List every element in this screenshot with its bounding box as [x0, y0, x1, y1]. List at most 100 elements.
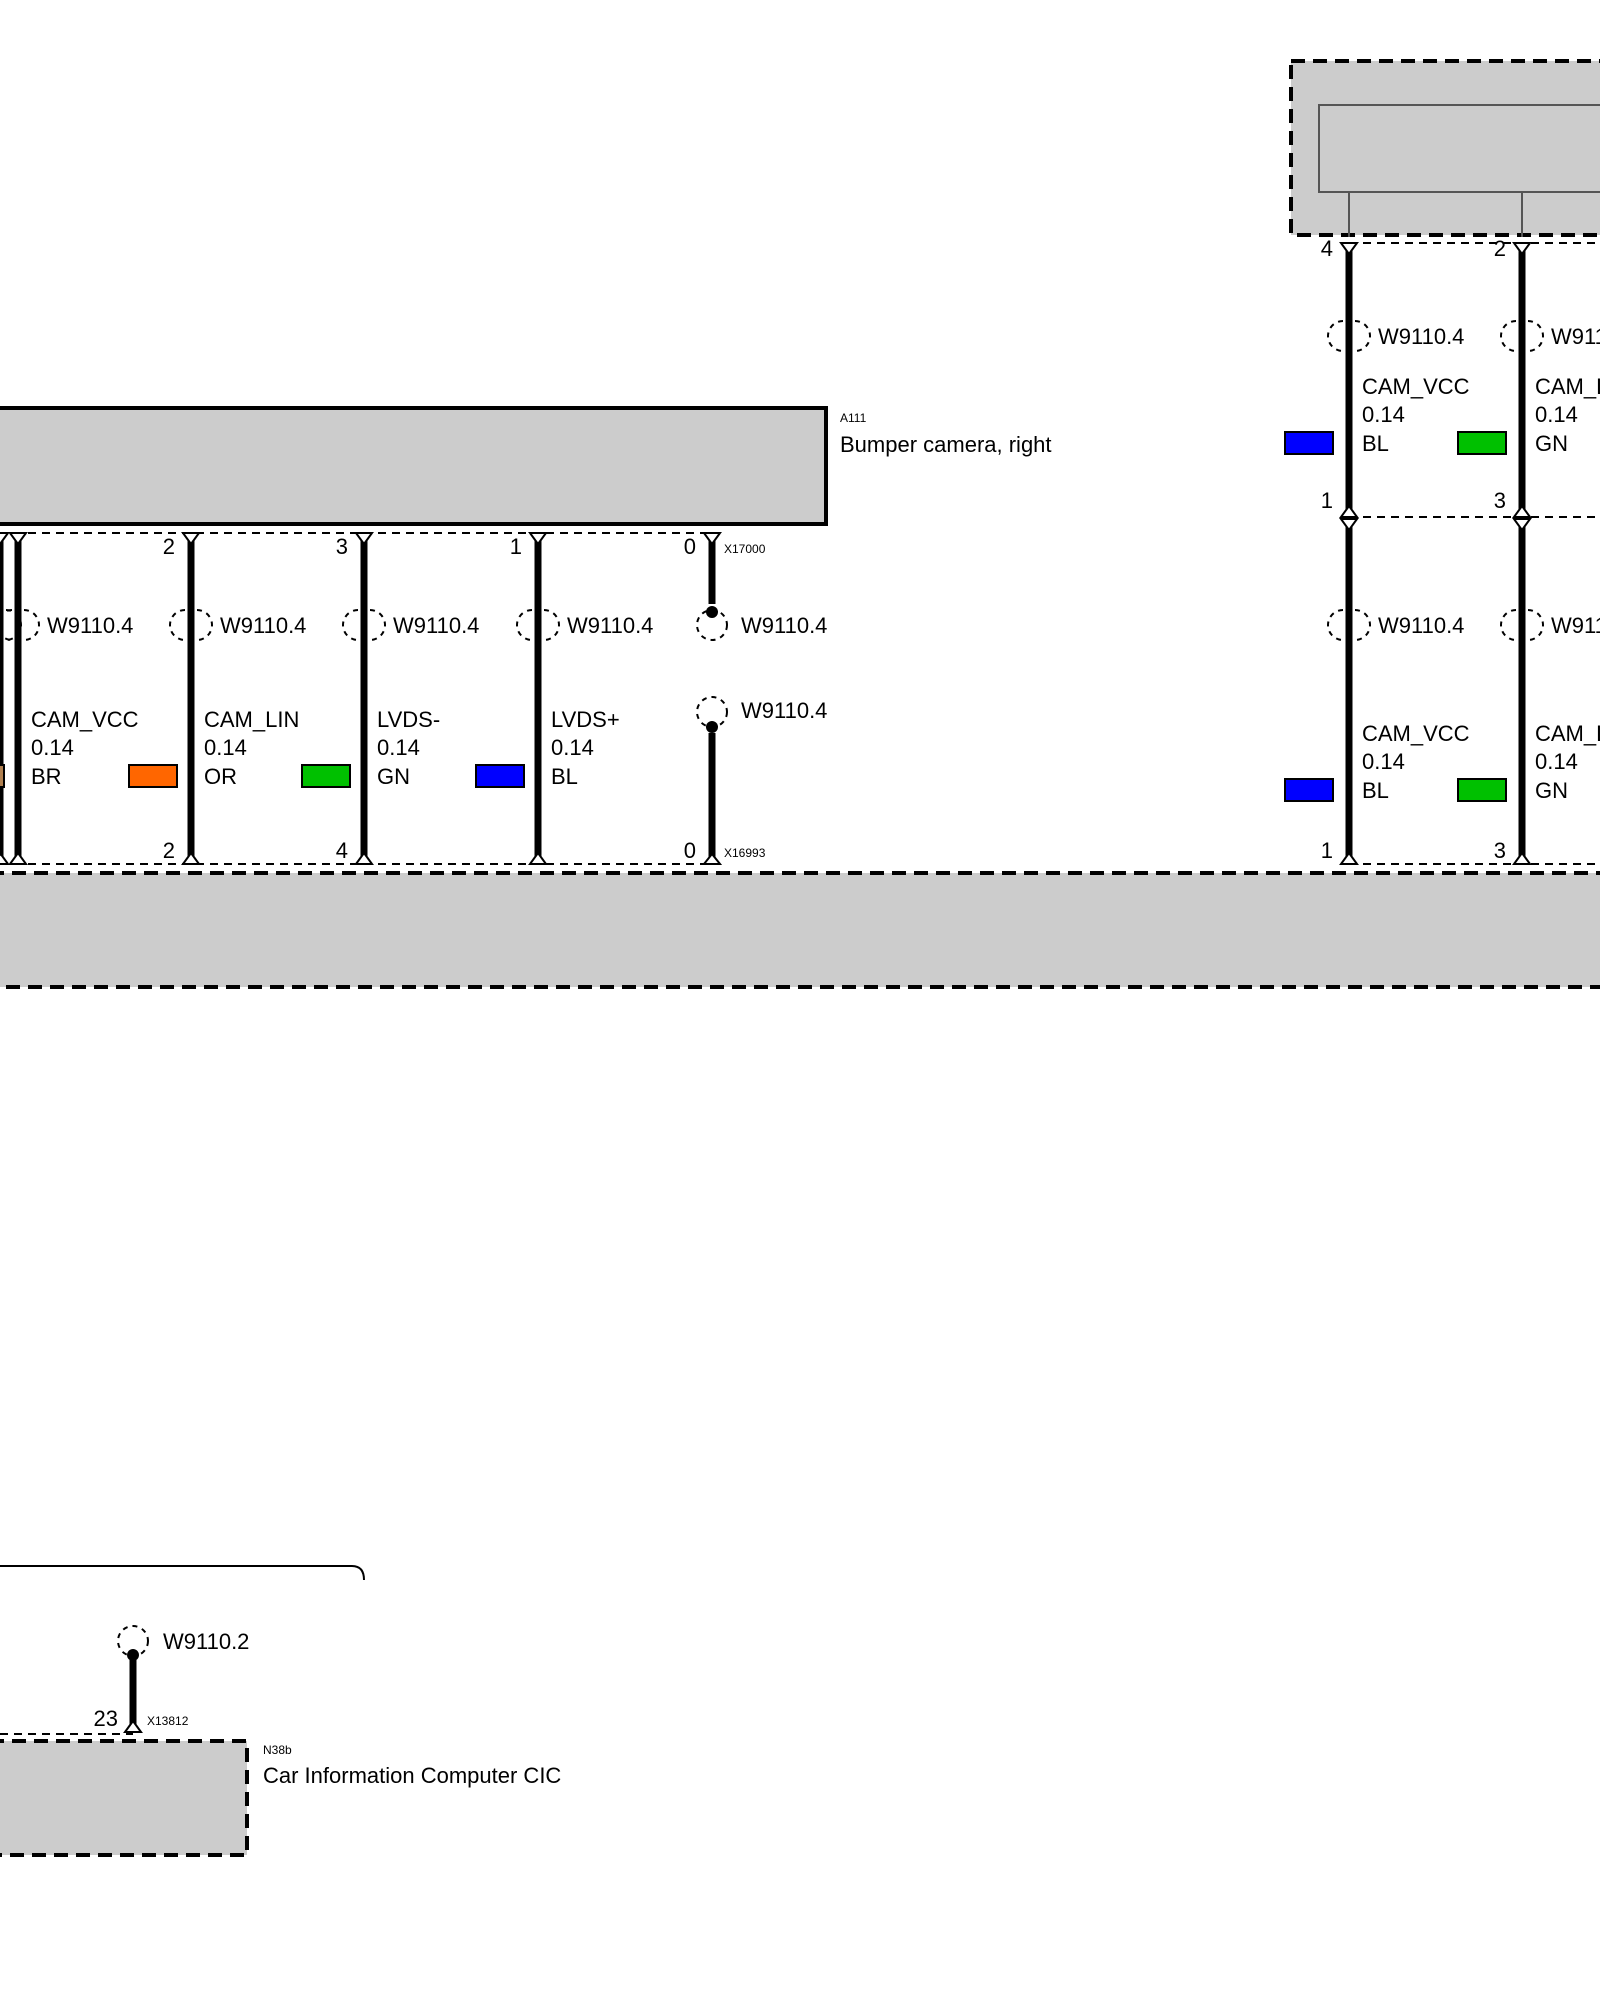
right-size-top: 0.14 [1362, 402, 1405, 427]
right-wires-group: W9110.4CAM_VCC0.14BL41W9110.4CAM_VCC0.14… [1284, 236, 1600, 865]
camera-code: A111 [840, 411, 867, 425]
wire-harness-label: W9110.4 [567, 613, 653, 638]
right-size-bottom: 0.14 [1362, 749, 1405, 774]
pin-notch [1339, 851, 1359, 865]
wire-pin-top: 2 [163, 534, 175, 559]
cic-module-box [0, 1739, 249, 1857]
right-size-bottom: 0.14 [1535, 749, 1578, 774]
shield-pin-bottom: 0 [684, 838, 696, 863]
shield-mark-right [1354, 320, 1371, 352]
wire-pin-top: 3 [336, 534, 348, 559]
wire-color-swatch [0, 764, 5, 788]
right-color-bottom: GN [1535, 778, 1568, 803]
right-pin-bottom: 3 [1494, 838, 1506, 863]
pin-notch [528, 851, 548, 865]
wire-color-code: BR [31, 764, 62, 789]
pin-notch [528, 532, 548, 546]
top-right-module-inner [1318, 104, 1600, 193]
cic-harness: W9110.2 [163, 1629, 249, 1654]
right-signal-bottom: CAM_VCC [1362, 721, 1470, 746]
shield-mark-left [516, 609, 533, 641]
cic-name: Car Information Computer CIC [263, 1763, 561, 1788]
pin-notch [1512, 504, 1532, 518]
cic-pin: 23 [94, 1706, 118, 1731]
right-color-top: BL [1362, 431, 1389, 456]
shield-mark-right [1527, 320, 1544, 352]
shield-mark-right [369, 609, 386, 641]
right-harness-top: W911 [1551, 324, 1600, 349]
pin-notch [8, 532, 28, 546]
wire-signal-label: CAM_LIN [204, 707, 299, 732]
camera-plug-code: X17000 [724, 542, 766, 556]
wire-signal-label: LVDS+ [551, 707, 620, 732]
wire-color-code: GN [377, 764, 410, 789]
wire-pin-bottom: 4 [336, 838, 348, 863]
cic-code: N38b [263, 1743, 292, 1757]
camera-name: Bumper camera, right [840, 432, 1052, 457]
wire-color-swatch [475, 764, 525, 788]
wire-harness-label: W9110.4 [220, 613, 306, 638]
camera-module-box [0, 406, 828, 526]
wire-color-code: BL [551, 764, 578, 789]
right-harness-top: W9110.4 [1378, 324, 1464, 349]
wire-size-label: 0.14 [31, 735, 74, 760]
wire-size-label: 0.14 [204, 735, 247, 760]
pin-notch [0, 532, 10, 546]
right-pin-mid: 1 [1321, 488, 1333, 513]
pin-notch [1339, 242, 1359, 256]
right-pin-top: 2 [1494, 236, 1506, 261]
wire-color-swatch [1457, 778, 1507, 802]
shield-mark-left [0, 609, 13, 641]
pin-notch [354, 851, 374, 865]
right-pin-top: 4 [1321, 236, 1333, 261]
pin-notch [181, 851, 201, 865]
wire-harness-label: W9110.4 [47, 613, 133, 638]
wire-harness-label: W9110.4 [393, 613, 479, 638]
wire-size-label: 0.14 [551, 735, 594, 760]
cic-plug-code: X13812 [147, 1714, 189, 1728]
right-color-bottom: BL [1362, 778, 1389, 803]
main-wires-group: W9110.4CAM_VCC0.14BR3W9110.4CAM_LIN0.14O… [0, 532, 653, 865]
pin-notch [1512, 518, 1532, 532]
shield-mark-left [1500, 609, 1517, 641]
pin-notch [354, 532, 374, 546]
right-harness-bottom: W911 [1551, 613, 1600, 638]
pin-notch [1339, 518, 1359, 532]
shield-mark-right [23, 609, 40, 641]
shield-mark-left [1327, 609, 1344, 641]
right-signal-bottom: CAM_L [1535, 721, 1600, 746]
lower-plug-code: X16993 [724, 846, 766, 860]
wire-color-swatch [301, 764, 351, 788]
shield-harness-top: W9110.4 [741, 613, 827, 638]
wire-color-swatch [1284, 778, 1334, 802]
wire-color-code: OR [204, 764, 237, 789]
right-color-top: GN [1535, 431, 1568, 456]
wire-pin-top: 1 [510, 534, 522, 559]
wire-color-swatch [1284, 431, 1334, 455]
pin-notch [1339, 504, 1359, 518]
pin-notch [1512, 851, 1532, 865]
harness-bracket [0, 1565, 365, 1581]
shield-pin-top: 0 [684, 534, 696, 559]
pin-notch [1512, 242, 1532, 256]
shield-mark-right [1354, 609, 1371, 641]
pin-notch [181, 532, 201, 546]
shield-mark-left [169, 609, 186, 641]
wire-signal-label: LVDS- [377, 707, 440, 732]
shield-mark-right [543, 609, 560, 641]
shield-mark-left [1500, 320, 1517, 352]
right-size-top: 0.14 [1535, 402, 1578, 427]
shield-mark-left [342, 609, 359, 641]
wire-size-label: 0.14 [377, 735, 420, 760]
wire-color-swatch [1457, 431, 1507, 455]
shield-mark-right [196, 609, 213, 641]
right-pin-bottom: 1 [1321, 838, 1333, 863]
wire-pin-bottom: 2 [163, 838, 175, 863]
bottom-module [0, 871, 1600, 989]
right-signal-top: CAM_L [1535, 374, 1600, 399]
right-pin-mid: 3 [1494, 488, 1506, 513]
shield-mark-left [1327, 320, 1344, 352]
pin-notch [8, 851, 28, 865]
cic-wire [117, 1625, 149, 1733]
